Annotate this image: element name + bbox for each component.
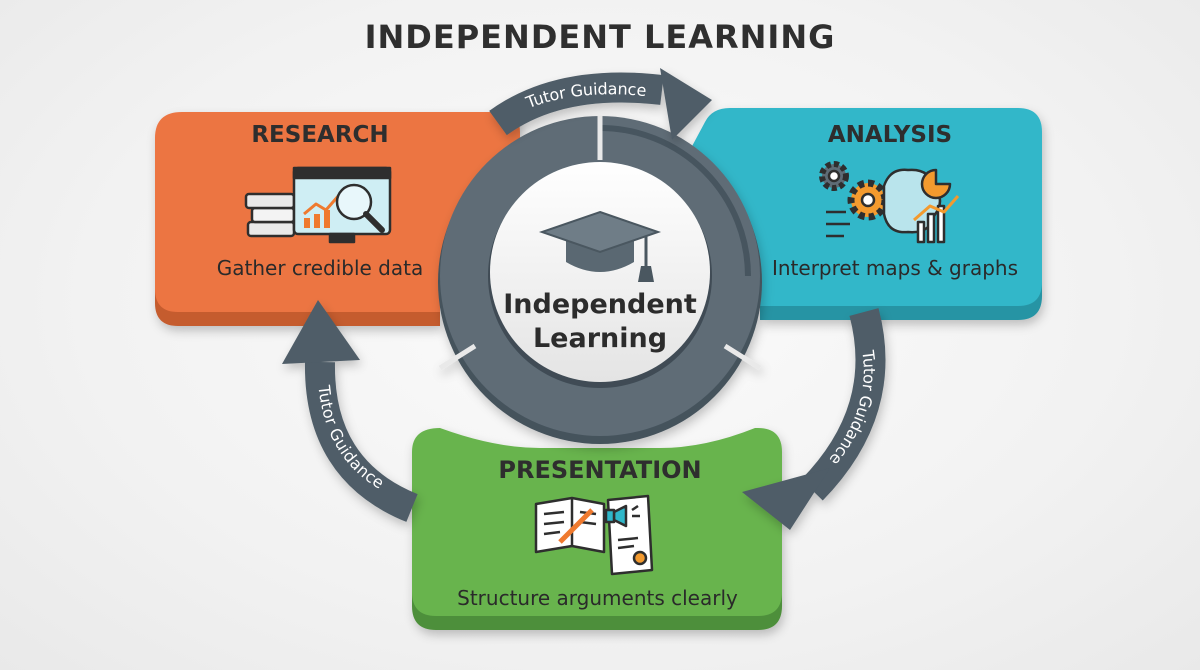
arrow-right <box>742 308 886 530</box>
research-text: Gather credible data <box>216 256 424 280</box>
analysis-title: ANALYSIS <box>827 122 953 148</box>
arrow-top <box>489 68 712 140</box>
arrow-top-label: Tutor Guidance <box>522 79 647 112</box>
arrow-left <box>282 300 418 522</box>
presentation-title: PRESENTATION <box>498 456 702 484</box>
books-monitor-magnifier-icon <box>244 166 392 244</box>
center-label-line1: Independent <box>503 289 697 320</box>
graduation-cap-icon <box>538 210 662 282</box>
center-label: Independent Learning <box>470 288 730 356</box>
presentation-text: Structure arguments clearly <box>457 586 738 610</box>
diagram-title: INDEPENDENT LEARNING <box>364 18 836 56</box>
center-hub <box>438 116 762 444</box>
research-title: RESEARCH <box>251 122 389 148</box>
analysis-text: Interpret maps & graphs <box>771 256 1019 280</box>
notebook-megaphone-certificate-icon <box>534 494 654 576</box>
center-label-line2: Learning <box>532 323 668 354</box>
gear-brain-chart-icon <box>819 161 960 244</box>
arrow-top-label-path: Tutor Guidance <box>522 79 647 112</box>
